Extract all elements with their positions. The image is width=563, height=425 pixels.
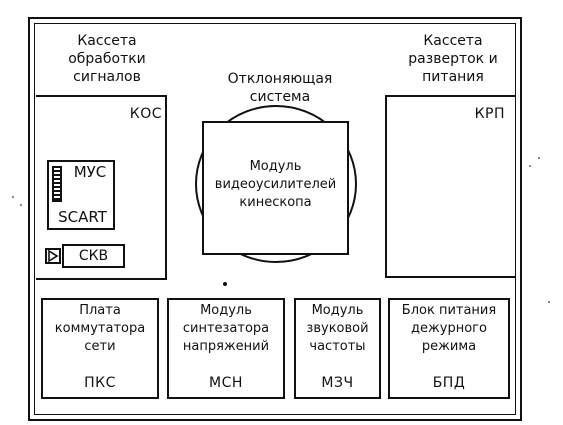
module-msn [167,298,285,399]
scan-speck [538,157,540,159]
chassis-inner-frame [34,23,516,415]
signal-cassette-box [36,95,167,280]
module-msn-code: МСН [209,375,243,391]
skv-connector-icon [45,248,61,264]
module-mzch-title: Модуль звуковой частоты [306,303,369,354]
signal-cassette-title: Кассета обработки сигналов [68,33,146,85]
scan-speck [20,204,22,206]
chassis-outer-frame [28,17,522,421]
scan-power-cassette-box [385,95,515,278]
module-mzch [294,298,381,399]
module-pks-code: ПКС [84,375,116,391]
kinescope-module-box [202,121,349,255]
kinescope-module-label: Модуль видеоусилителей кинескопа [214,159,337,210]
module-bpd [388,298,510,399]
scan-speck [12,196,14,198]
scart-label: SCART [58,208,107,226]
deflection-system-circle [195,105,357,263]
scan-speck [548,301,550,303]
skv-label: СКВ [78,248,109,264]
scan-power-cassette-code: КРП [474,106,505,122]
deflection-system-label: Отклоняющая система [227,71,333,105]
module-mzch-code: МЗЧ [321,375,354,391]
skv-block [62,244,125,268]
center-dot [223,282,227,286]
module-bpd-code: БПД [432,375,466,391]
module-pks-title: Плата коммутатора сети [54,303,146,354]
scan-power-cassette-title: Кассета разверток и питания [408,33,498,85]
module-bpd-title: Блок питания дежурного режима [401,303,497,354]
scan-speck [529,165,531,167]
scart-connector-icon [52,166,62,202]
mus-scart-block [47,160,115,230]
mus-label: МУС [73,163,107,181]
signal-cassette-code: КОС [129,106,162,122]
module-msn-title: Модуль синтезатора напряжений [182,303,270,354]
module-pks [41,298,159,399]
